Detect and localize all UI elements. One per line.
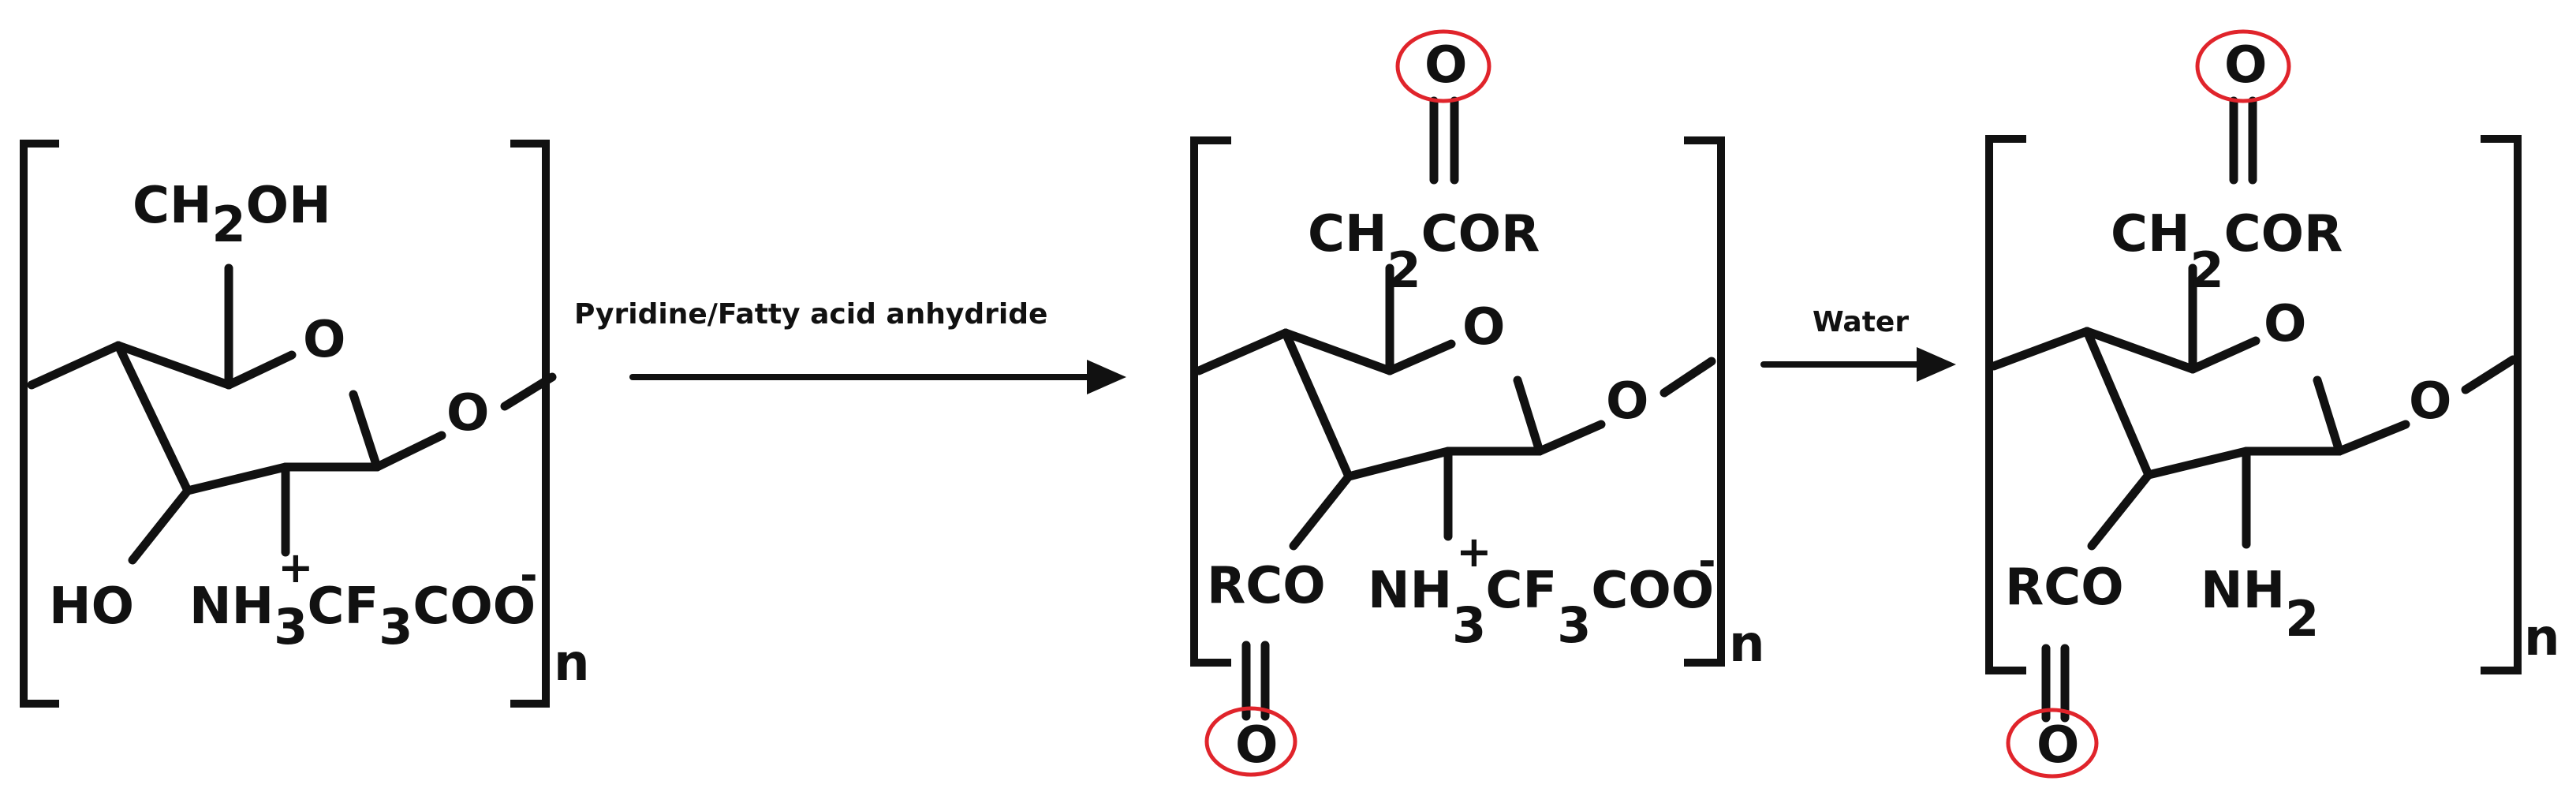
glycosidic-oxygen: O — [1606, 372, 1648, 431]
c2-amine-label: NH2 — [2201, 562, 2319, 648]
c6-ch2cor-label: CH2COR — [1308, 205, 1540, 299]
sugar-ring-bonds — [1194, 96, 1716, 721]
top-carbonyl-oxygen: O — [2224, 36, 2267, 95]
left-bracket — [1985, 135, 2026, 674]
bottom-carbonyl-oxygen: O — [2037, 716, 2079, 775]
left-bracket — [1190, 136, 1231, 667]
highlight-circle — [1204, 706, 1297, 777]
highlight-circle — [1395, 29, 1491, 103]
glycosidic-oxygen: O — [446, 384, 489, 443]
molecule-3: n O CH2COR O O RCO O NH2 — [1985, 29, 2560, 779]
molecule-2: n O CH2COR O O RCO O NH3+CF3COO- — [1190, 29, 1765, 777]
ring-oxygen: O — [2264, 295, 2306, 353]
c3-acyl-label: RCO — [1207, 557, 1326, 615]
sugar-ring-bonds — [1989, 96, 2518, 723]
top-carbonyl-oxygen: O — [1424, 36, 1467, 95]
c6-ch2cor-label: CH2COR — [2111, 205, 2343, 299]
highlight-circle — [2195, 29, 2291, 103]
arrow-2-head — [1917, 347, 1956, 382]
ring-oxygen: O — [1462, 298, 1505, 357]
right-bracket — [1684, 136, 1725, 667]
left-bracket — [20, 140, 59, 708]
molecule-1: n CH2OH O O HO NH3+CF3COO- — [20, 140, 590, 708]
right-bracket — [510, 140, 550, 708]
bottom-carbonyl-oxygen: O — [1235, 716, 1278, 775]
c2-ammonium-label: NH3+CF3COO- — [1368, 527, 1716, 654]
reaction-arrow-2: Water — [1760, 306, 1956, 382]
c3-acyl-label: RCO — [2005, 559, 2124, 617]
arrow-1-head — [1087, 360, 1126, 394]
c2-ammonium-label: NH3+CF3COO- — [189, 543, 538, 656]
c3-hydroxyl-label: HO — [49, 577, 134, 636]
repeat-subscript: n — [2524, 609, 2560, 667]
sugar-ring-bonds — [27, 263, 557, 565]
c6-ch2oh-label: CH2OH — [133, 177, 331, 253]
repeat-subscript: n — [554, 634, 590, 693]
right-bracket — [2481, 135, 2522, 674]
glycosidic-oxygen: O — [2409, 372, 2451, 431]
reaction-arrow-1: Pyridine/Fatty acid anhydride — [574, 298, 1126, 394]
ring-oxygen: O — [303, 311, 345, 369]
condition-1-label: Pyridine/Fatty acid anhydride — [574, 298, 1047, 331]
highlight-circle — [2006, 708, 2099, 779]
condition-2-label: Water — [1813, 306, 1909, 338]
repeat-subscript: n — [1729, 615, 1765, 674]
